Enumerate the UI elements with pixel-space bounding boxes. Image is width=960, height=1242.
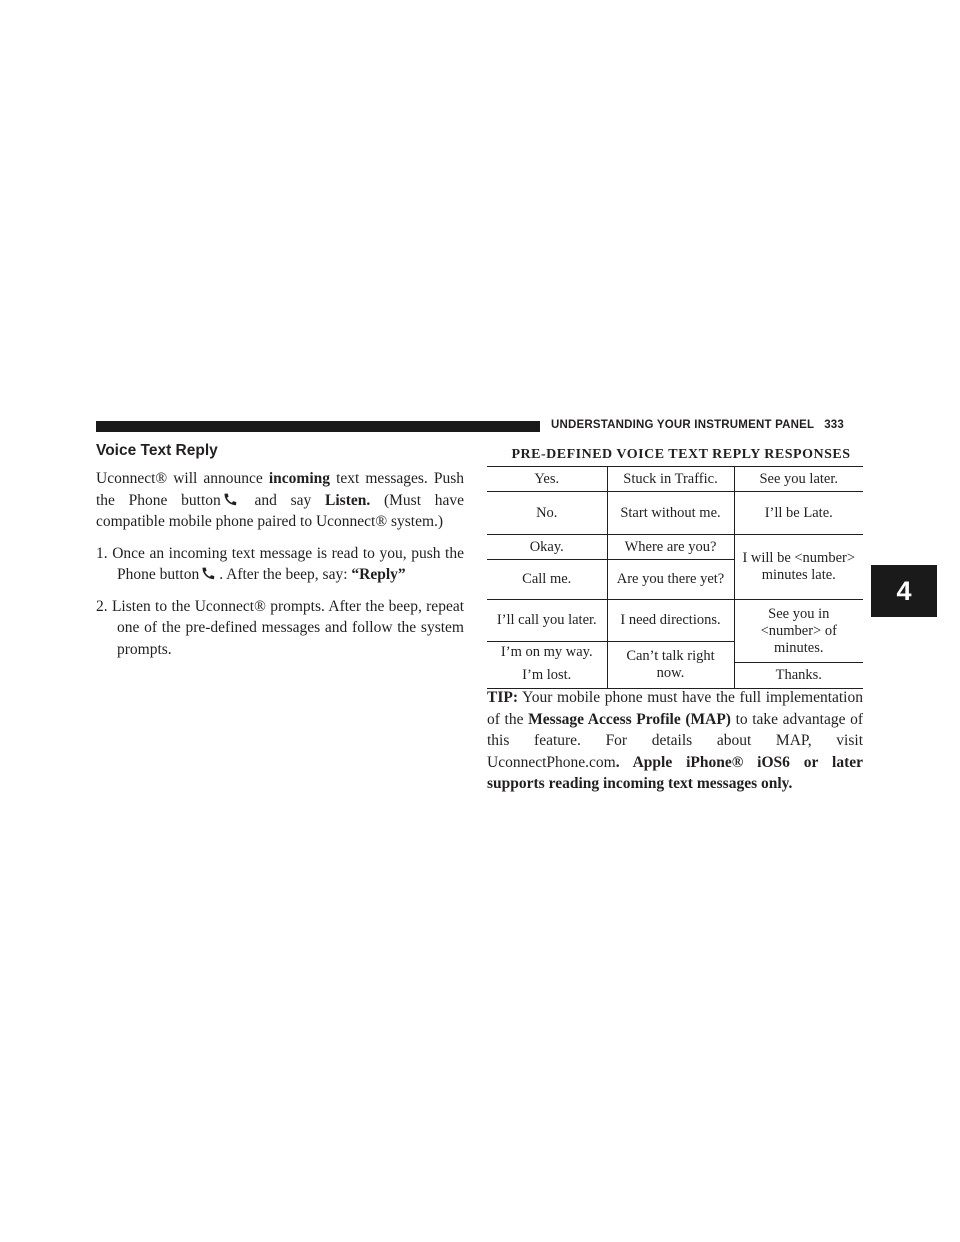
left-column: Uconnect® will announce incoming text me… bbox=[96, 468, 464, 670]
table-row: I’m on my way. Can’t talk right now. bbox=[487, 641, 863, 689]
phone-handset-icon bbox=[201, 567, 217, 580]
table-cell: I’ll call you later. bbox=[487, 599, 607, 642]
step-text-2: . After the beep, say: bbox=[219, 566, 352, 583]
table-cell: Start without me. bbox=[606, 491, 734, 535]
table-title: PRE-DEFINED VOICE TEXT REPLY RESPONSES bbox=[511, 447, 851, 462]
table-cell: See you later. bbox=[733, 466, 863, 492]
table-row: Yes. Stuck in Traffic. See you later. bbox=[487, 466, 863, 492]
table-row: Okay. Where are you? I will be <number> … bbox=[487, 534, 863, 600]
section-heading: Voice Text Reply bbox=[96, 442, 218, 459]
step-number: 2. bbox=[96, 597, 108, 615]
intro-text-1: Uconnect® will announce bbox=[96, 470, 269, 487]
table-cell: Stuck in Traffic. bbox=[606, 466, 734, 492]
tip-bold-apple: . Apple iPhone® iOS6 or later supports r… bbox=[487, 753, 863, 793]
table-cell: I need directions. bbox=[606, 599, 734, 642]
tip-label: TIP: bbox=[487, 689, 518, 706]
tip-paragraph: TIP: Your mobile phone must have the ful… bbox=[487, 687, 863, 795]
intro-text-4: (Must have compatible mobile phone paire… bbox=[96, 491, 464, 531]
table-row: I’m lost. Thanks. bbox=[487, 662, 863, 689]
table-cell: I will be <number> minutes late. bbox=[733, 534, 863, 600]
intro-bold-listen: Listen. bbox=[325, 491, 371, 509]
intro-text-3: and say bbox=[240, 491, 326, 509]
steps-list: 1. Once an incoming text message is read… bbox=[96, 543, 464, 661]
table-cell: See you in <number> of minutes. bbox=[733, 599, 863, 663]
intro-bold-incoming: incoming bbox=[268, 470, 331, 487]
list-item: 1. Once an incoming text message is read… bbox=[96, 543, 464, 586]
header-section-title: UNDERSTANDING YOUR INSTRUMENT PANEL bbox=[551, 419, 815, 431]
table-cell: Yes. bbox=[487, 466, 607, 492]
table-cell: I’ll be Late. bbox=[733, 491, 863, 535]
table-cell: Call me. bbox=[487, 559, 607, 600]
step-text: Listen to the Uconnect® prompts. After t… bbox=[111, 597, 465, 658]
step-number: 1. bbox=[96, 544, 108, 562]
table-cell: I’m on my way. bbox=[500, 643, 593, 660]
table-row: I’ll call you later. I need directions. … bbox=[487, 599, 863, 663]
page-number: 333 bbox=[824, 419, 844, 431]
list-item: 2. Listen to the Uconnect® prompts. Afte… bbox=[96, 596, 464, 661]
table-row: No. Start without me. I’ll be Late. bbox=[487, 491, 863, 535]
step-bold-reply: “Reply” bbox=[351, 566, 406, 583]
table-cell: Can’t talk right now. bbox=[606, 641, 734, 689]
table-cell: Are you there yet? bbox=[606, 559, 734, 600]
phone-handset-icon bbox=[223, 493, 239, 506]
intro-text-2: text messages. Push the Phone button bbox=[96, 470, 465, 509]
tip-text-1: Your mobile phone must have the full imp… bbox=[487, 689, 863, 728]
intro-paragraph: Uconnect® will announce incoming text me… bbox=[96, 468, 464, 533]
table-cell: Okay. bbox=[487, 534, 607, 560]
table-cell: Where are you? bbox=[606, 534, 734, 560]
table-cell: I’m lost. bbox=[487, 662, 607, 689]
running-header: UNDERSTANDING YOUR INSTRUMENT PANEL 333 bbox=[551, 419, 844, 431]
tip-text-2: to take advantage of this feature. For d… bbox=[487, 710, 863, 771]
header-rule bbox=[96, 421, 540, 432]
tip-bold-map: Message Access Profile (MAP) bbox=[528, 710, 731, 728]
replies-table: Yes. Stuck in Traffic. See you later. No… bbox=[487, 466, 863, 689]
table-row: Call me. Are you there yet? bbox=[487, 559, 863, 600]
table-cell: Thanks. bbox=[733, 662, 863, 689]
chapter-tab: 4 bbox=[871, 565, 937, 617]
table-cell: No. bbox=[487, 491, 607, 535]
step-text: Once an incoming text message is read to… bbox=[112, 544, 464, 584]
